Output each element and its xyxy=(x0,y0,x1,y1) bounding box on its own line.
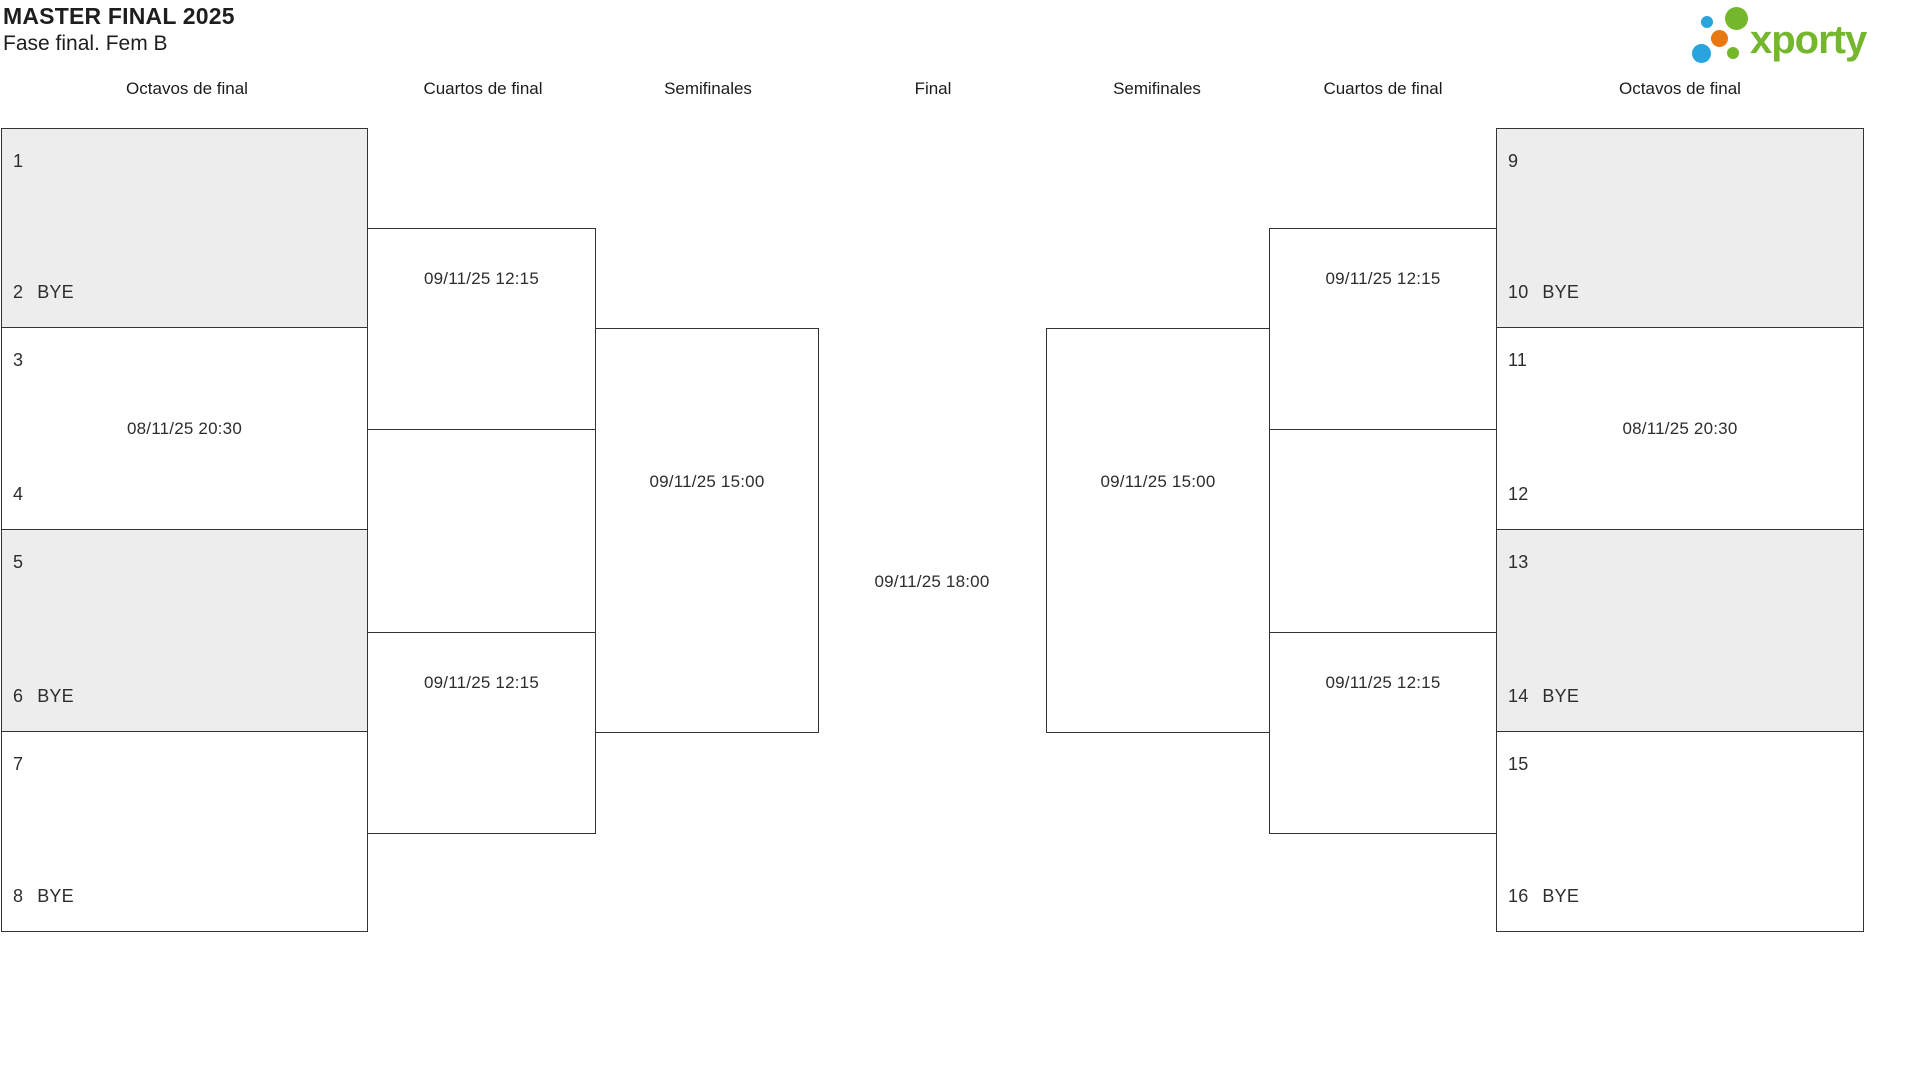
round-header-cuartos-left: Cuartos de final xyxy=(423,79,543,98)
entrant-slot: 15 xyxy=(1497,754,1863,775)
page-title: MASTER FINAL 2025 xyxy=(3,3,235,29)
entrant-slot: 11 xyxy=(1497,350,1863,371)
page-subtitle: Fase final. Fem B xyxy=(3,32,168,55)
entrant-slot: 7 xyxy=(2,754,367,775)
entrant-slot: 10 BYE xyxy=(1497,282,1863,303)
match-date: 09/11/25 12:15 xyxy=(1325,673,1441,692)
logo-dot-blue-big-icon xyxy=(1692,44,1711,63)
match-date: 09/11/25 12:15 xyxy=(424,673,539,692)
match-date: 09/11/25 15:00 xyxy=(649,472,765,491)
entrant-name: BYE xyxy=(1542,282,1580,302)
semifinal-box-right[interactable]: 09/11/25 15:00 xyxy=(1046,328,1270,733)
entrant-slot: 8 BYE xyxy=(2,886,367,907)
seed-number: 11 xyxy=(1508,350,1528,370)
entrant-slot: 16 BYE xyxy=(1497,886,1863,907)
entrant-name: BYE xyxy=(37,282,74,302)
entrant-slot: 1 xyxy=(2,151,367,172)
match-date: 08/11/25 20:30 xyxy=(1622,418,1738,438)
entrant-name: BYE xyxy=(37,886,74,906)
match-date: 09/11/25 12:15 xyxy=(1325,269,1441,288)
entrant-slot: 4 xyxy=(2,484,367,505)
seed-number: 12 xyxy=(1508,484,1529,504)
logo-dot-green-big-icon xyxy=(1725,7,1748,30)
entrant-name: BYE xyxy=(1542,886,1580,906)
logo-dot-green-small-icon xyxy=(1727,47,1739,59)
title-block: MASTER FINAL 2025 Fase final. Fem B xyxy=(3,2,235,57)
entrant-slot: 6 BYE xyxy=(2,686,367,707)
match-date: 08/11/25 20:30 xyxy=(127,418,242,438)
seed-number: 15 xyxy=(1508,754,1529,774)
quarterfinal-box-left-2[interactable]: 09/11/25 12:15 xyxy=(367,632,596,834)
match-box-7-8[interactable]: 7 8 BYE xyxy=(1,731,368,932)
entrant-slot: 14 BYE xyxy=(1497,686,1863,707)
seed-number: 5 xyxy=(13,552,24,572)
logo-dot-blue-small-icon xyxy=(1701,16,1713,28)
entrant-slot: 13 xyxy=(1497,552,1863,573)
seed-number: 10 xyxy=(1508,282,1529,302)
logo-dot-orange-icon xyxy=(1711,30,1728,47)
quarterfinal-box-right-1[interactable]: 09/11/25 12:15 xyxy=(1269,228,1497,430)
entrant-name: BYE xyxy=(1542,686,1580,706)
seed-number: 1 xyxy=(13,151,24,171)
entrant-slot: 2 BYE xyxy=(2,282,367,303)
match-box-11-12[interactable]: 11 08/11/25 20:30 12 xyxy=(1496,327,1864,530)
seed-number: 14 xyxy=(1508,686,1529,706)
round-header-octavos-right: Octavos de final xyxy=(1619,79,1741,98)
logo-wordmark: xporty xyxy=(1750,18,1867,62)
entrant-slot: 3 xyxy=(2,350,367,371)
semifinal-box-left[interactable]: 09/11/25 15:00 xyxy=(595,328,819,733)
seed-number: 2 xyxy=(13,282,24,302)
match-date: 09/11/25 15:00 xyxy=(1100,472,1216,491)
entrant-slot: 5 xyxy=(2,552,367,573)
round-header-octavos-left: Octavos de final xyxy=(126,79,248,98)
entrant-name: BYE xyxy=(37,686,74,706)
round-header-semis-left: Semifinales xyxy=(664,79,752,98)
round-header-final: Final xyxy=(914,79,952,98)
match-box-9-10[interactable]: 9 10 BYE xyxy=(1496,128,1864,328)
match-box-3-4[interactable]: 3 08/11/25 20:30 4 xyxy=(1,327,368,530)
seed-number: 6 xyxy=(13,686,24,706)
match-box-15-16[interactable]: 15 16 BYE xyxy=(1496,731,1864,932)
match-box-13-14[interactable]: 13 14 BYE xyxy=(1496,529,1864,732)
final-match-date: 09/11/25 18:00 xyxy=(874,572,990,591)
round-header-cuartos-right: Cuartos de final xyxy=(1323,79,1443,98)
entrant-slot: 12 xyxy=(1497,484,1863,505)
quarterfinal-box-right-2[interactable]: 09/11/25 12:15 xyxy=(1269,632,1497,834)
match-box-1-2[interactable]: 1 2 BYE xyxy=(1,128,368,328)
seed-number: 3 xyxy=(13,350,24,370)
seed-number: 8 xyxy=(13,886,24,906)
match-box-5-6[interactable]: 5 6 BYE xyxy=(1,529,368,732)
seed-number: 7 xyxy=(13,754,24,774)
seed-number: 13 xyxy=(1508,552,1529,572)
seed-number: 4 xyxy=(13,484,24,504)
round-header-semis-right: Semifinales xyxy=(1113,79,1201,98)
quarterfinal-box-left-1[interactable]: 09/11/25 12:15 xyxy=(367,228,596,430)
xporty-logo: xporty xyxy=(1690,4,1890,72)
seed-number: 9 xyxy=(1508,151,1519,171)
match-date: 09/11/25 12:15 xyxy=(424,269,539,288)
seed-number: 16 xyxy=(1508,886,1529,906)
entrant-slot: 9 xyxy=(1497,151,1863,172)
